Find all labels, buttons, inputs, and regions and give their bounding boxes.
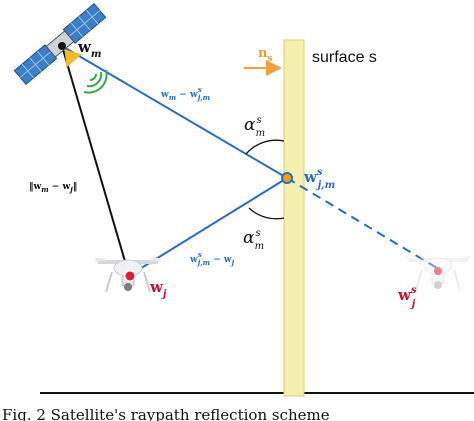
surface-label: surface s [312, 49, 377, 66]
satellite-icon [13, 2, 107, 86]
satellite-point [58, 42, 66, 50]
angle-arc-top [245, 139, 285, 155]
direct-vector-label: ‖wm − wj‖ [29, 182, 77, 194]
satellite-label: wm [77, 38, 102, 60]
direct-ray [61, 45, 130, 276]
figure-caption: Fig. 2 Satellite's raypath reflection sc… [2, 406, 330, 421]
receiver-drone-icon [95, 258, 161, 293]
image-point [434, 267, 442, 275]
reflecting-surface [283, 39, 305, 397]
angle-arc-bottom [248, 207, 285, 220]
normal-label: ns [258, 46, 273, 64]
incident-ray [61, 45, 288, 179]
receiver-label: wj [149, 278, 167, 300]
reflection-point [281, 172, 293, 184]
image-ray-extension [286, 177, 438, 269]
signal-waves-icon [83, 69, 108, 94]
receiver-point [124, 270, 136, 282]
